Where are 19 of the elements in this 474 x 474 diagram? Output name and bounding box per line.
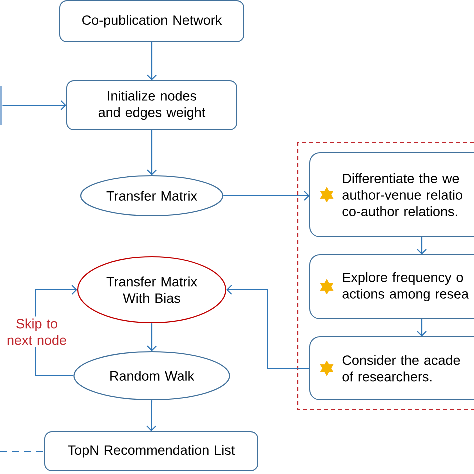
dashed-frame: [297, 142, 474, 411]
process-box: Differentiate the we author-venue relatio co-author relations.: [310, 152, 474, 238]
arrow: [224, 191, 310, 201]
partial-box: [0, 86, 2, 125]
process-box: Co-publication Network: [60, 0, 244, 42]
dashed-line: [0, 450, 44, 452]
arrow: [226, 285, 310, 370]
process-box: Consider the acade of researchers.: [310, 336, 474, 400]
process-box: Explore frequency o actions among resea: [310, 254, 474, 320]
arrow: [147, 130, 157, 176]
edge-label: Skip to next node: [4, 316, 70, 348]
arrow: [147, 324, 157, 352]
arrow: [417, 319, 427, 337]
arrow: [417, 237, 427, 255]
arrow: [2, 100, 66, 110]
arrow: [146, 400, 156, 432]
arrow: [147, 42, 157, 80]
process-box: TopN Recommendation List: [44, 432, 258, 472]
process-box: Initialize nodes and edges weight: [66, 80, 238, 130]
